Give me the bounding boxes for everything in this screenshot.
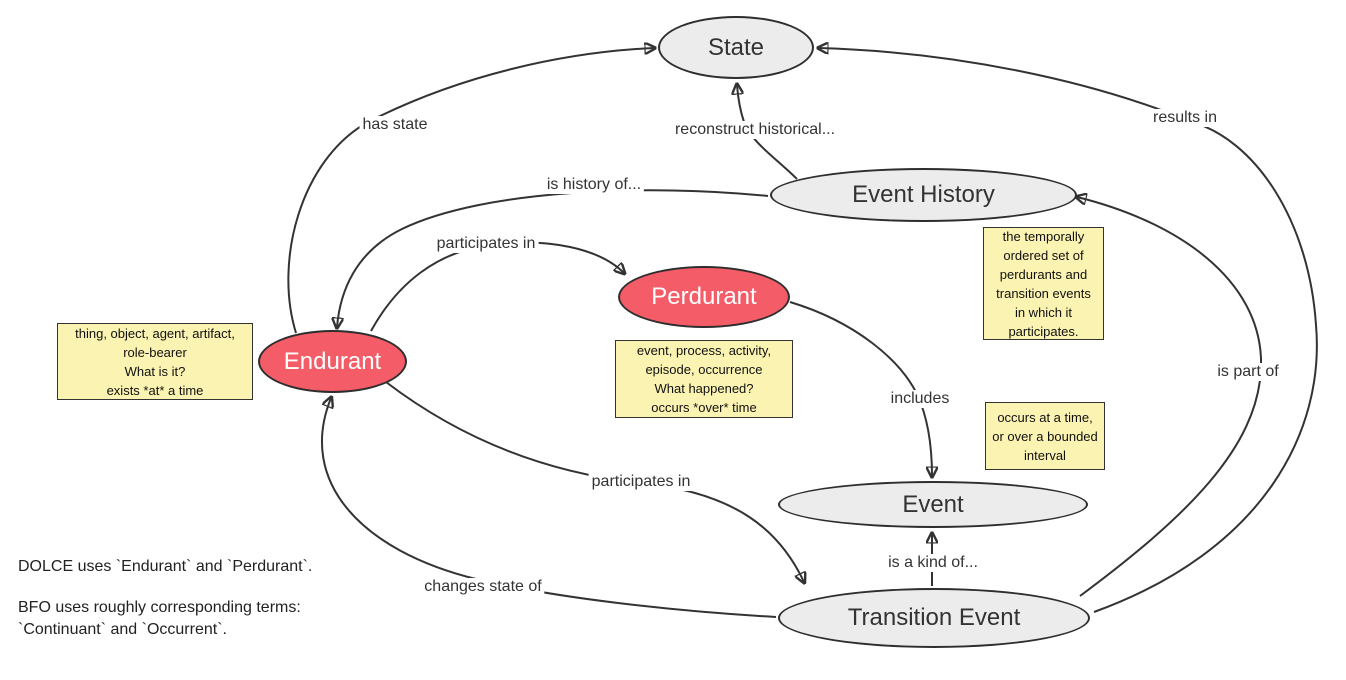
edge-includes bbox=[789, 301, 932, 476]
note-endurant: thing, object, agent, artifact, role-bea… bbox=[57, 323, 253, 400]
edge-changes-state-of bbox=[321, 398, 777, 618]
node-event-history: Event History bbox=[770, 168, 1077, 222]
edge-label-participates-in-transition: participates in bbox=[588, 473, 694, 491]
edge-label-is-a-kind-of: is a kind of... bbox=[885, 554, 981, 572]
edge-label-changes-state-of: changes state of bbox=[421, 578, 545, 596]
edge-is-history-of bbox=[337, 189, 769, 327]
note-event-history: the temporally ordered set of perdurants… bbox=[983, 227, 1104, 340]
edge-participates-in-perdurant bbox=[370, 241, 624, 332]
node-transition-event: Transition Event bbox=[778, 588, 1090, 648]
edge-label-has-state: has state bbox=[359, 116, 431, 134]
node-state: State bbox=[658, 16, 814, 79]
edge-label-includes: includes bbox=[887, 390, 953, 408]
node-event: Event bbox=[778, 481, 1088, 528]
note-perdurant: event, process, activity, episode, occur… bbox=[615, 340, 793, 418]
node-endurant-label: Endurant bbox=[283, 347, 382, 375]
footnote-bfo: BFO uses roughly corresponding terms: `C… bbox=[18, 599, 301, 639]
edge-is-part-of bbox=[1077, 197, 1263, 597]
edge-label-is-history-of: is history of... bbox=[543, 176, 645, 194]
note-endurant-text: thing, object, agent, artifact, role-bea… bbox=[75, 325, 235, 398]
node-perdurant: Perdurant bbox=[618, 266, 790, 328]
edge-label-results-in: results in bbox=[1149, 109, 1221, 127]
note-perdurant-text: event, process, activity, episode, occur… bbox=[636, 343, 772, 415]
note-event: occurs at a time, or over a bounded inte… bbox=[985, 402, 1105, 470]
note-event-history-text: the temporally ordered set of perdurants… bbox=[996, 228, 1091, 339]
edge-results-in bbox=[819, 48, 1318, 613]
node-state-label: State bbox=[707, 33, 765, 61]
note-event-text: occurs at a time, or over a bounded inte… bbox=[992, 409, 1098, 463]
node-event-history-label: Event History bbox=[852, 181, 995, 208]
edge-label-reconstruct-historical: reconstruct historical... bbox=[671, 121, 839, 139]
edge-label-is-part-of: is part of bbox=[1214, 363, 1282, 381]
node-perdurant-label: Perdurant bbox=[651, 283, 757, 310]
node-endurant: Endurant bbox=[258, 330, 407, 393]
edge-label-participates-in-perdurant: participates in bbox=[433, 235, 539, 253]
footnote-dolce: DOLCE uses `Endurant` and `Perdurant`. bbox=[18, 558, 313, 575]
node-event-label: Event bbox=[902, 490, 964, 518]
node-transition-event-label: Transition Event bbox=[847, 604, 1021, 631]
